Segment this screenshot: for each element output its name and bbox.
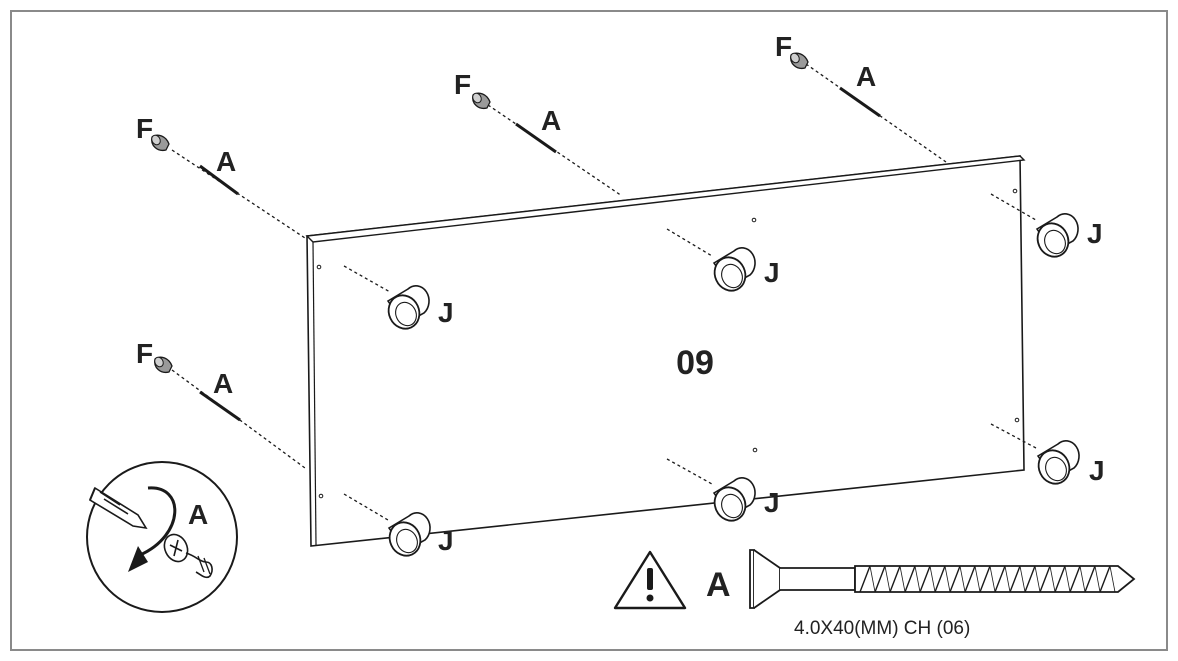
screw-a-spec-drawing <box>749 549 1136 609</box>
spec-part-label: A <box>706 566 731 604</box>
dowel-j <box>343 493 431 562</box>
dowel-j <box>990 423 1080 490</box>
part-label-f: F <box>136 113 153 144</box>
screw-spec-caption: 4.0X40(MM) CH (06) <box>794 618 970 639</box>
part-label-j: J <box>1087 218 1103 249</box>
part-label-a: A <box>856 61 876 92</box>
warning-icon <box>613 550 687 610</box>
part-label-j: J <box>764 257 780 288</box>
part-label-f: F <box>136 338 153 369</box>
part-label-a: A <box>216 146 236 177</box>
screw-a-left-bottom <box>152 355 306 469</box>
dowel-j <box>343 265 430 335</box>
part-label-j: J <box>438 297 454 328</box>
dowel-j <box>666 458 756 527</box>
part-label-f: F <box>454 69 471 100</box>
part-label-j: J <box>1089 455 1105 486</box>
part-label-a: A <box>213 368 233 399</box>
part-label-a: A <box>541 105 561 136</box>
dowel-j <box>666 228 756 297</box>
part-label-f: F <box>775 31 792 62</box>
inset-part-label: A <box>188 499 208 530</box>
screw-a-top-right <box>788 51 947 163</box>
part-label-j: J <box>764 487 780 518</box>
screw-a-left-top <box>149 133 306 239</box>
step-number: 09 <box>676 344 714 382</box>
dowel-j <box>990 193 1079 263</box>
part-label-j: J <box>438 525 454 556</box>
screw-a-top-middle <box>470 91 623 197</box>
panel-09 <box>305 155 1026 547</box>
screwdriver-inset <box>86 461 238 613</box>
